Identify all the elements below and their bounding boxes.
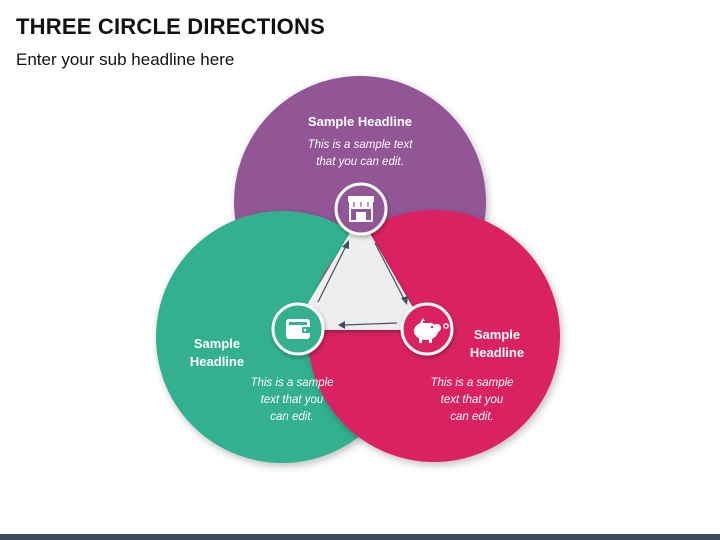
right-headline-line-1: Sample [473, 327, 521, 342]
top-headline: Sample Headline [307, 114, 413, 129]
arrow-head-top [342, 240, 349, 249]
left-headline-line-1: Sample [193, 336, 241, 351]
right-circle-headline: Sample Headline [452, 326, 542, 362]
left-body-line-2: text that you [260, 394, 324, 406]
left-circle-body: This is a sample text that you can edit. [236, 375, 348, 426]
right-headline-line-2: Headline [469, 345, 525, 360]
left-circle-headline: Sample Headline [172, 335, 262, 371]
wallet-icon [271, 302, 325, 356]
top-circle-text: Sample Headline This is a sample text th… [270, 113, 450, 171]
center-triangle [292, 216, 426, 330]
right-body-line-1: This is a sample [430, 377, 514, 389]
left-headline-line-2: Headline [189, 354, 245, 369]
bottom-bar [0, 534, 720, 540]
top-body-line-1: This is a sample text [307, 139, 413, 151]
arrows [317, 240, 408, 329]
arrow-top-to-right [374, 242, 405, 300]
arrow-left-to-top [317, 245, 347, 303]
left-body-line-1: This is a sample [250, 377, 334, 389]
arrow-head-left [338, 321, 345, 329]
right-circle-body: This is a sample text that you can edit. [416, 375, 528, 426]
arrow-head-right [401, 296, 408, 305]
slide-subtitle: Enter your sub headline here [16, 50, 235, 69]
top-body-line-2: that you can edit. [316, 156, 404, 168]
left-body-line-3: can edit. [270, 411, 314, 423]
arrow-right-to-left [343, 322, 398, 326]
right-body-line-2: text that you [440, 394, 504, 406]
shop-icon [334, 182, 388, 236]
slide-title: THREE CIRCLE DIRECTIONS [16, 14, 325, 39]
right-body-line-3: can edit. [450, 411, 494, 423]
piggy-bank-icon [400, 302, 454, 356]
